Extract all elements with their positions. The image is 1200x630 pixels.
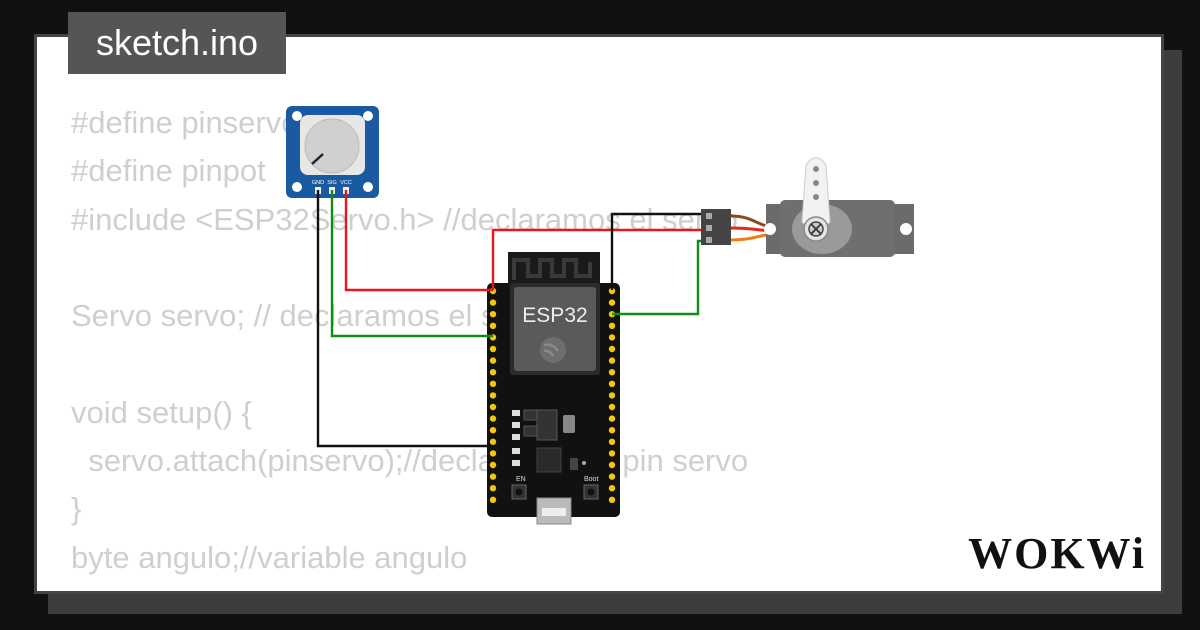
header-pin[interactable] [608, 450, 616, 457]
pot-pin-gnd: GND [312, 180, 324, 186]
esp32-label: ESP32 [522, 304, 587, 327]
header-pin[interactable] [608, 369, 616, 376]
header-pin[interactable] [489, 311, 497, 318]
header-pin[interactable] [608, 322, 616, 329]
header-pin[interactable] [489, 461, 497, 469]
header-pin[interactable] [489, 299, 497, 306]
code-line: void setup() { [71, 394, 252, 430]
header-pin[interactable] [608, 345, 616, 353]
en-button-label: EN [516, 476, 526, 483]
code-line: #define pinservo [71, 105, 299, 140]
pot-pin-sig: SIG [327, 180, 336, 186]
header-pin[interactable] [489, 322, 497, 329]
header-pin[interactable] [608, 357, 616, 364]
esp32-board[interactable]: ESP32 EN Boot [487, 252, 620, 525]
boot-button-label: Boot [584, 476, 598, 483]
header-pin[interactable] [608, 380, 616, 387]
header-pin[interactable] [608, 334, 616, 341]
header-pin[interactable] [608, 496, 616, 503]
header-pin[interactable] [489, 427, 497, 434]
wire-pot-ground [316, 190, 493, 448]
boot-button[interactable]: Boot [583, 476, 599, 500]
wire-servo-vcc [491, 228, 705, 290]
header-pin[interactable] [608, 427, 616, 434]
header-pin[interactable] [489, 473, 497, 480]
wokwi-logo-text: WOKWi [968, 529, 1146, 578]
header-pin[interactable] [608, 473, 616, 480]
wire-pot-signal [330, 190, 493, 338]
wire-servo-signal [612, 239, 705, 316]
pot-knob-indicator[interactable] [311, 153, 324, 165]
wire-vcc [344, 190, 493, 292]
file-title-tab[interactable]: sketch.ino [68, 12, 286, 74]
header-pin[interactable] [489, 415, 497, 422]
espressif-logo-icon [540, 337, 566, 363]
code-line: #define pinpot [71, 153, 266, 189]
code-line: } [71, 491, 82, 527]
left-pin-header [489, 287, 497, 503]
wokwi-logo: WOKWi [968, 529, 1146, 578]
en-button[interactable]: EN [511, 476, 527, 500]
right-pin-header [608, 287, 616, 503]
header-pin[interactable] [489, 392, 497, 399]
header-pin[interactable] [608, 287, 616, 295]
code-line: byte angulo;//variable angulo [71, 539, 468, 575]
header-pin[interactable] [489, 485, 497, 492]
code-line: #include <ESP32Servo.h> //declaramos el … [71, 201, 738, 237]
header-pin[interactable] [489, 438, 497, 445]
header-pin[interactable] [489, 450, 497, 457]
header-pin[interactable] [608, 392, 616, 399]
header-pin[interactable] [608, 415, 616, 422]
usb-port [536, 497, 572, 525]
header-pin[interactable] [489, 369, 497, 376]
header-pin[interactable] [489, 345, 497, 353]
header-pin[interactable] [489, 403, 497, 411]
header-pin[interactable] [489, 357, 497, 364]
header-pin[interactable] [489, 496, 497, 503]
header-pin[interactable] [608, 403, 616, 411]
wire-servo-ground [610, 212, 705, 290]
header-pin[interactable] [608, 461, 616, 469]
servo-motor[interactable] [701, 157, 914, 258]
header-pin[interactable] [608, 299, 616, 306]
potentiometer[interactable]: GND SIG VCC [286, 106, 379, 198]
header-pin[interactable] [489, 380, 497, 387]
header-pin[interactable] [608, 438, 616, 445]
pot-pin-vcc: VCC [340, 180, 352, 186]
header-pin[interactable] [608, 485, 616, 492]
